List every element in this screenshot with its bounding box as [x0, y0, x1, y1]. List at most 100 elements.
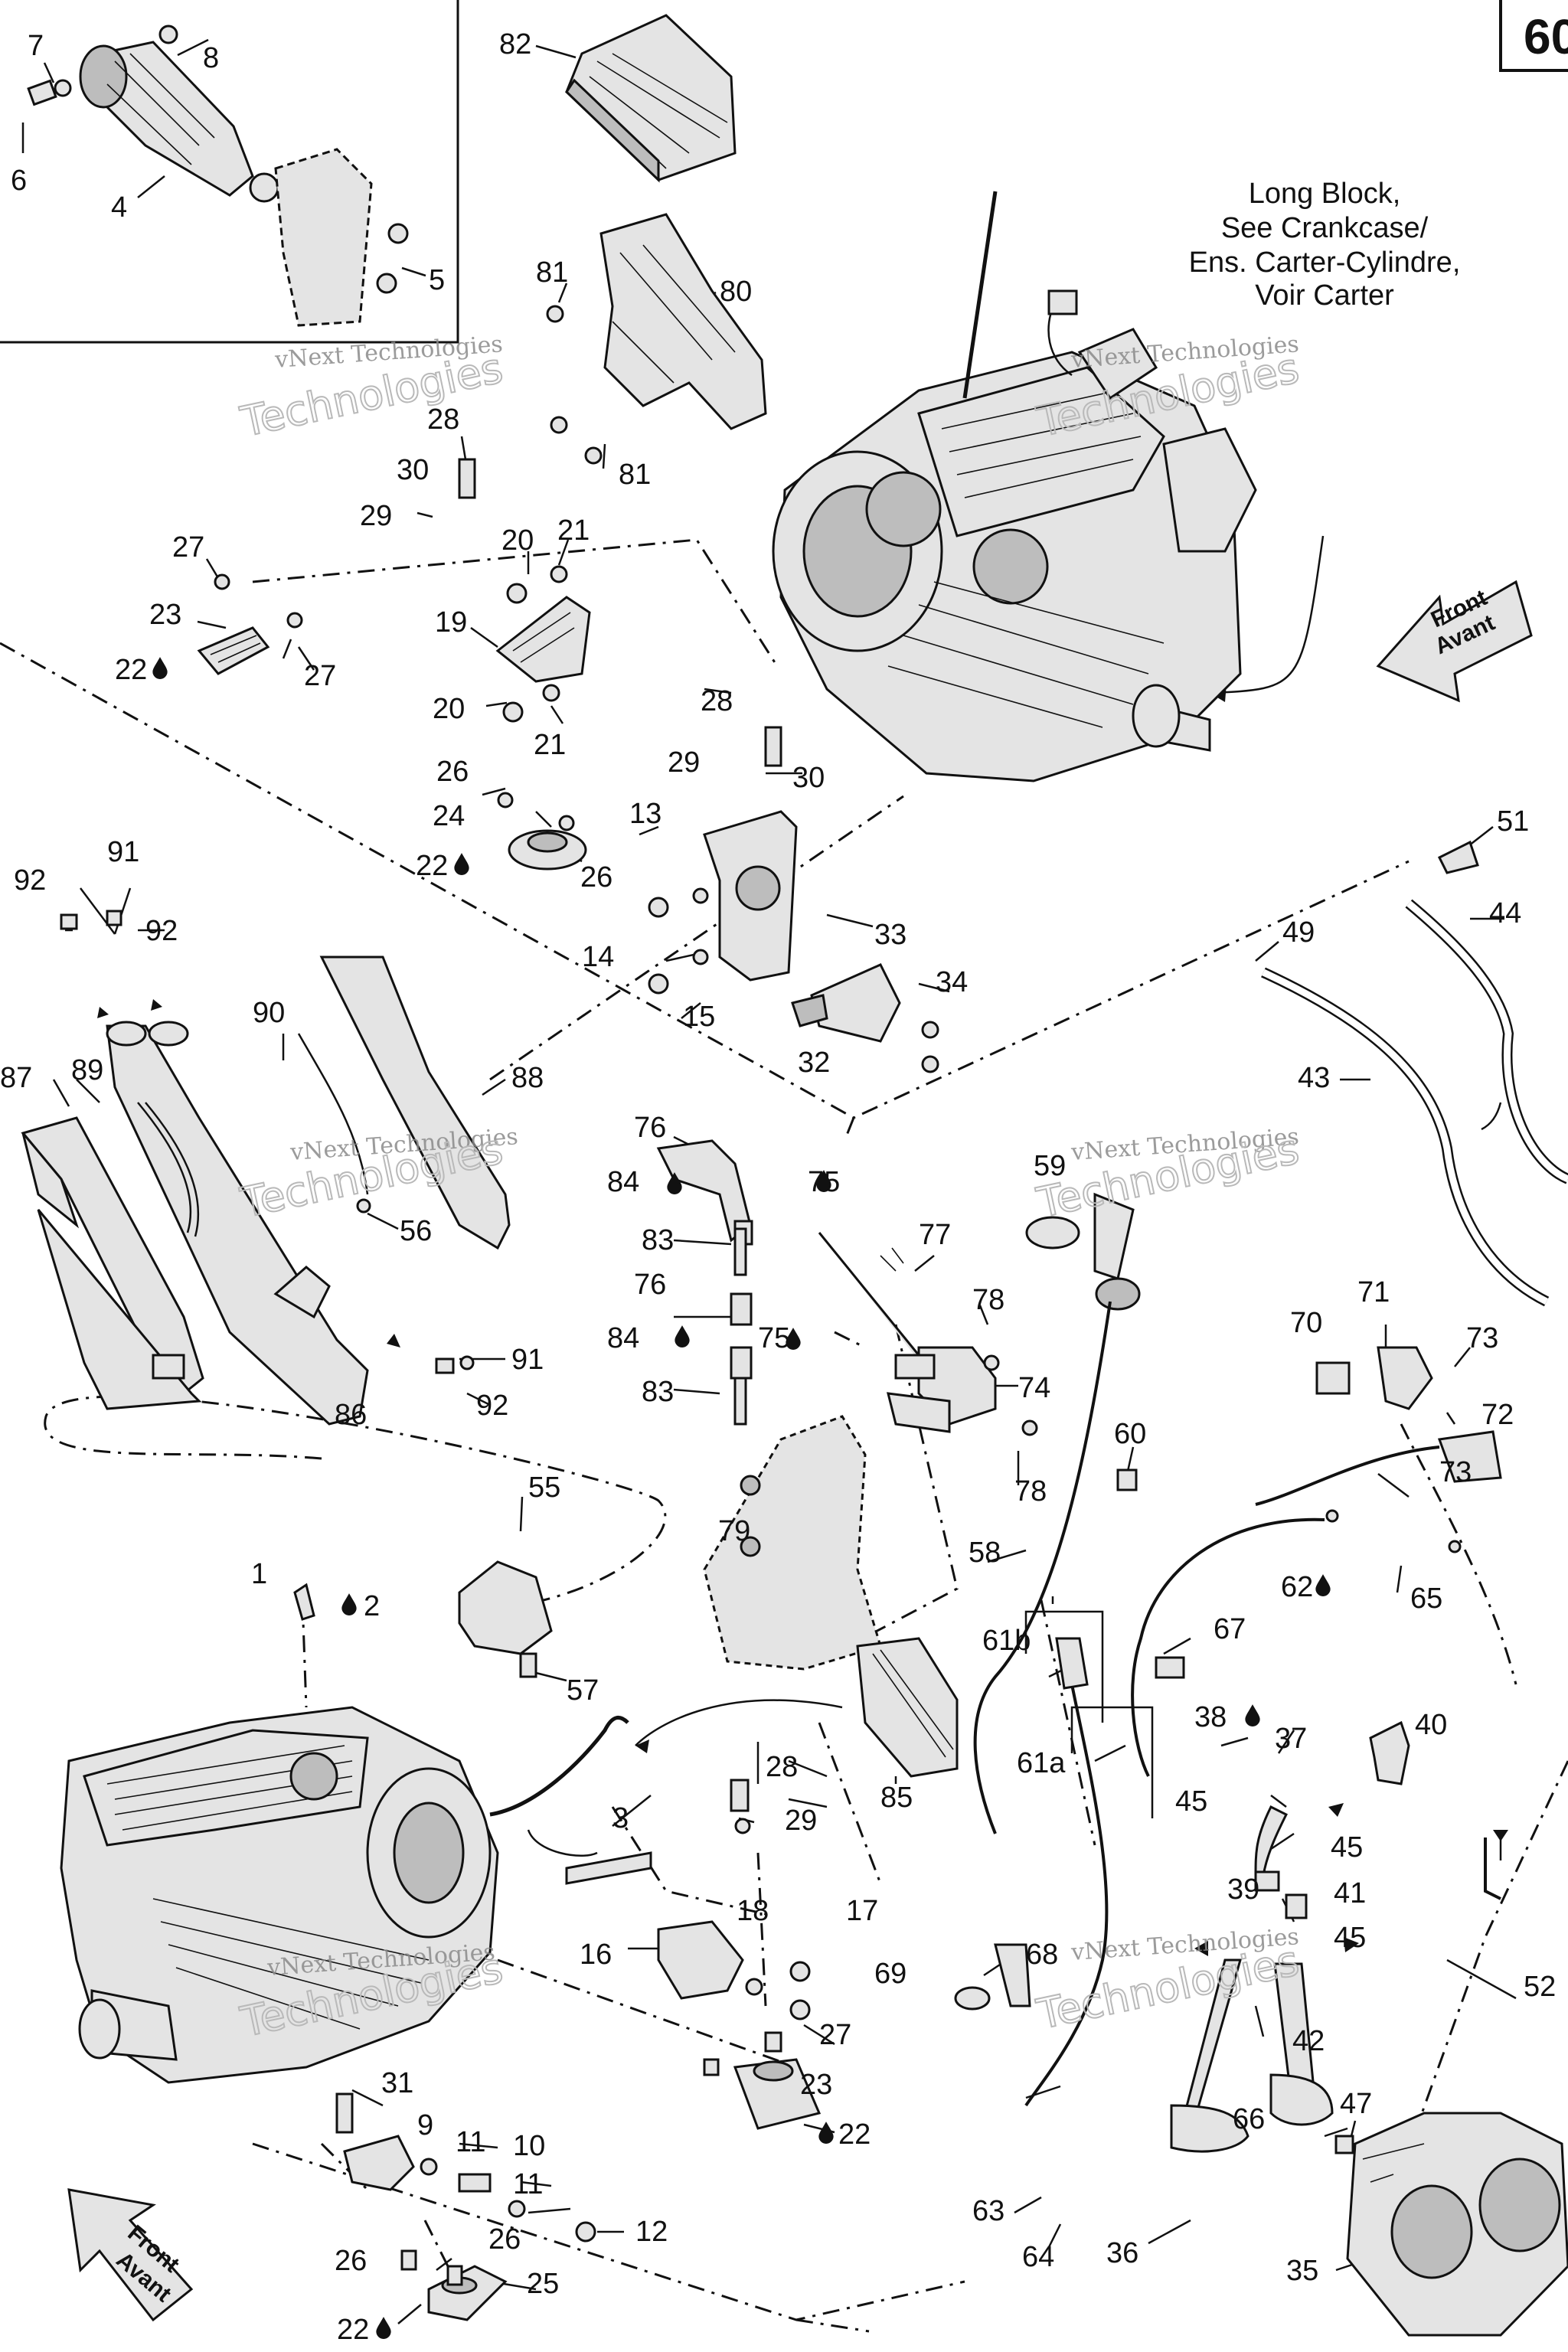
callout: 80: [720, 276, 752, 308]
lower-mount-9-part: [335, 2092, 596, 2243]
watermark-group: vNext Technologies Technologies vNext Te…: [236, 331, 1304, 2047]
drop-icon: [675, 1325, 690, 1348]
callout: 5: [429, 264, 445, 296]
callout: 27: [304, 660, 336, 692]
bracket-61-outline: [1024, 1610, 1154, 1818]
callout: 60: [1114, 1418, 1146, 1450]
callout: 7: [28, 30, 44, 62]
callout: 23: [800, 2069, 832, 2101]
callout: 16: [580, 1939, 612, 1971]
callout: 64: [1022, 2241, 1054, 2273]
callout: 25: [527, 2268, 559, 2300]
drop-icon: [152, 657, 168, 679]
callout: 55: [528, 1472, 560, 1504]
callout: 23: [149, 599, 181, 631]
callout: 92: [476, 1390, 508, 1422]
callout: 76: [634, 1112, 666, 1144]
callout: 45: [1175, 1785, 1207, 1818]
callout: 20: [501, 524, 534, 557]
callout: 29: [668, 746, 700, 779]
callout: 61b: [982, 1625, 1031, 1657]
callout: 36: [1106, 2237, 1138, 2269]
callout: 76: [634, 1269, 666, 1301]
callout: 91: [107, 836, 139, 868]
drop-icon: [1315, 1574, 1331, 1596]
callout: 57: [567, 1674, 599, 1707]
drop-icon: [818, 2122, 834, 2144]
callout: 78: [1014, 1475, 1047, 1508]
note-line-2: See Crankcase/: [1221, 212, 1429, 244]
callout: 81: [619, 459, 651, 491]
lower-mount-25-part: [400, 2249, 508, 2321]
throttle-cable-part: [973, 1192, 1141, 1834]
callout: 75: [758, 1322, 790, 1354]
callout: 49: [1282, 916, 1315, 949]
rubber-mount-23-part: [197, 573, 303, 675]
wiring-harness-part: [703, 1415, 882, 1671]
callout: 26: [436, 756, 469, 788]
callout: 67: [1214, 1613, 1246, 1645]
callout: 30: [792, 762, 825, 794]
callout: 33: [874, 919, 906, 951]
callout: 44: [1489, 897, 1521, 929]
callout: 83: [642, 1224, 674, 1256]
rubber-mount-24-part: [497, 792, 587, 871]
throttle-body-part: [1170, 2073, 1568, 2337]
callout: 81: [536, 256, 568, 289]
drop-icon: [1245, 1704, 1260, 1726]
callout: 69: [874, 1958, 906, 1990]
callout: 90: [253, 997, 285, 1029]
callout: 92: [14, 864, 46, 897]
lower-mount-23-part: [703, 2031, 822, 2130]
callout: 83: [642, 1376, 674, 1408]
callout: 61a: [1017, 1747, 1066, 1779]
lower-engine-part: [60, 1706, 652, 2084]
callout: 82: [499, 28, 531, 60]
long-block-engine-part: [772, 191, 1257, 782]
ecu-85-part: [856, 1637, 959, 1778]
assembly-guide-lines: [0, 538, 1568, 2333]
callout: 12: [635, 2216, 668, 2248]
callout: 31: [381, 2067, 413, 2099]
callout: 11: [513, 2168, 543, 2200]
callout: 86: [335, 1399, 367, 1431]
callout: 79: [718, 1515, 750, 1547]
callout: 15: [683, 1001, 715, 1033]
callout: 26: [580, 861, 612, 893]
callout: 45: [1334, 1922, 1366, 1954]
page-number: 60: [1524, 9, 1568, 64]
callout: 66: [1233, 2103, 1265, 2135]
starter-motor-part: [27, 24, 409, 327]
callout: 3: [612, 1802, 629, 1834]
callout: 85: [880, 1782, 913, 1814]
callout: 22: [838, 2118, 871, 2151]
callout: 24: [433, 800, 465, 832]
callout: 38: [1194, 1701, 1227, 1733]
callout: 43: [1298, 1062, 1330, 1094]
callout: 89: [71, 1054, 103, 1086]
callout: 14: [582, 941, 614, 973]
callout: 20: [433, 693, 465, 725]
callout: 51: [1497, 805, 1529, 838]
sensor-wiring-part: [1131, 1346, 1502, 1777]
callout: 42: [1292, 2025, 1325, 2057]
engine-mount-19-part: [458, 458, 591, 723]
bracket-80-part: [546, 213, 767, 465]
callout: 4: [111, 191, 127, 224]
callout: 73: [1439, 1456, 1472, 1488]
callout: 39: [1227, 1873, 1259, 1906]
ignition-coil-group-part: [656, 1139, 1038, 1436]
callout: 77: [919, 1219, 951, 1251]
callout: 1: [251, 1558, 267, 1590]
bracket-55-part: [458, 1560, 553, 1678]
callout: 84: [607, 1166, 639, 1198]
mount-plate-33-part: [791, 963, 939, 1073]
callout: 22: [115, 654, 147, 686]
callout: 22: [416, 850, 448, 882]
drop-icon: [341, 1593, 357, 1615]
callout: 63: [972, 2195, 1004, 2227]
callout: 10: [513, 2130, 545, 2162]
callout: 22: [337, 2314, 369, 2346]
callout: 34: [936, 966, 968, 998]
